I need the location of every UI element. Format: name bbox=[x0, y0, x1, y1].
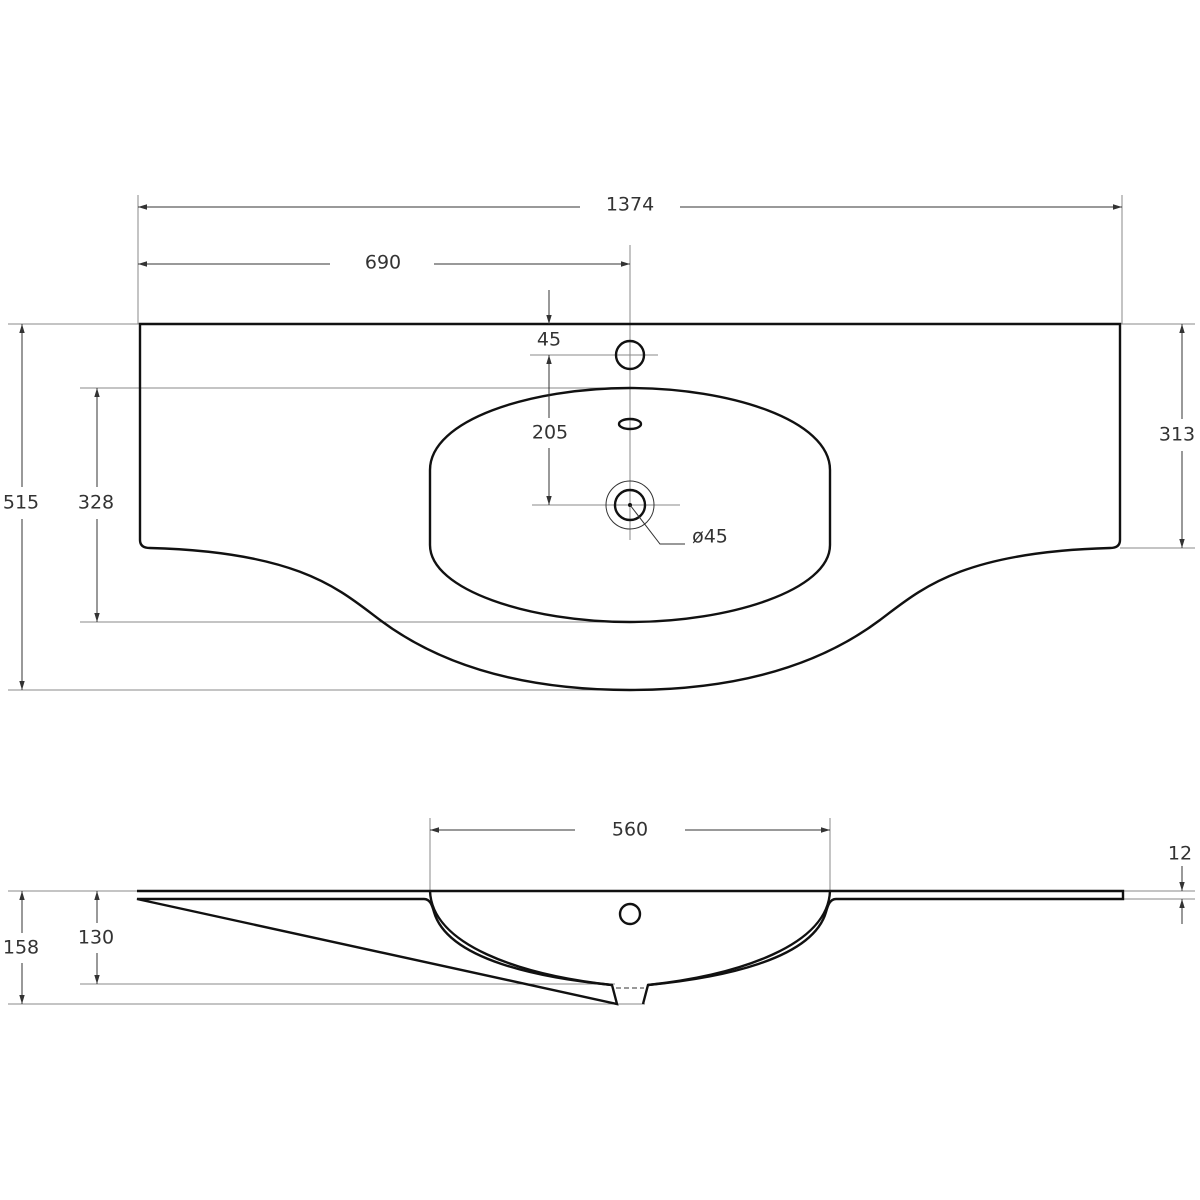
drain-outer bbox=[605, 480, 655, 530]
dim-drain-diameter: ø45 bbox=[692, 526, 728, 548]
side-extension-lines bbox=[8, 818, 1195, 1005]
tap-hole bbox=[614, 339, 646, 371]
basin-outline bbox=[428, 386, 832, 624]
side-view: 560 12 158 130 bbox=[0, 816, 1195, 1006]
dim-slab-thickness: 12 bbox=[1168, 843, 1192, 865]
side-profile bbox=[136, 889, 1125, 1006]
dim-tap-from-back: 45 bbox=[537, 329, 561, 351]
overflow-hole bbox=[617, 417, 643, 431]
dim-basin-depth: 328 bbox=[78, 492, 114, 514]
dim-tap-offset: 690 bbox=[365, 252, 401, 274]
side-overflow-hole bbox=[618, 902, 642, 926]
dim-overall-width: 1374 bbox=[606, 194, 654, 216]
drain-inner bbox=[613, 488, 647, 522]
dim-tap-to-drain: 205 bbox=[532, 422, 568, 444]
dim-side-depth: 313 bbox=[1159, 424, 1195, 446]
dim-basin-width: 560 bbox=[612, 819, 648, 841]
extension-lines bbox=[8, 195, 1195, 691]
dim-overall-depth: 515 bbox=[3, 492, 39, 514]
dim-overall-height: 158 bbox=[3, 937, 39, 959]
countertop-outline bbox=[138, 322, 1122, 692]
dim-bowl-height: 130 bbox=[78, 927, 114, 949]
leader-drain bbox=[629, 504, 685, 545]
bowl-inner bbox=[428, 890, 832, 987]
top-view: 1374 690 45 205 ø45 328 515 313 bbox=[0, 192, 1200, 692]
